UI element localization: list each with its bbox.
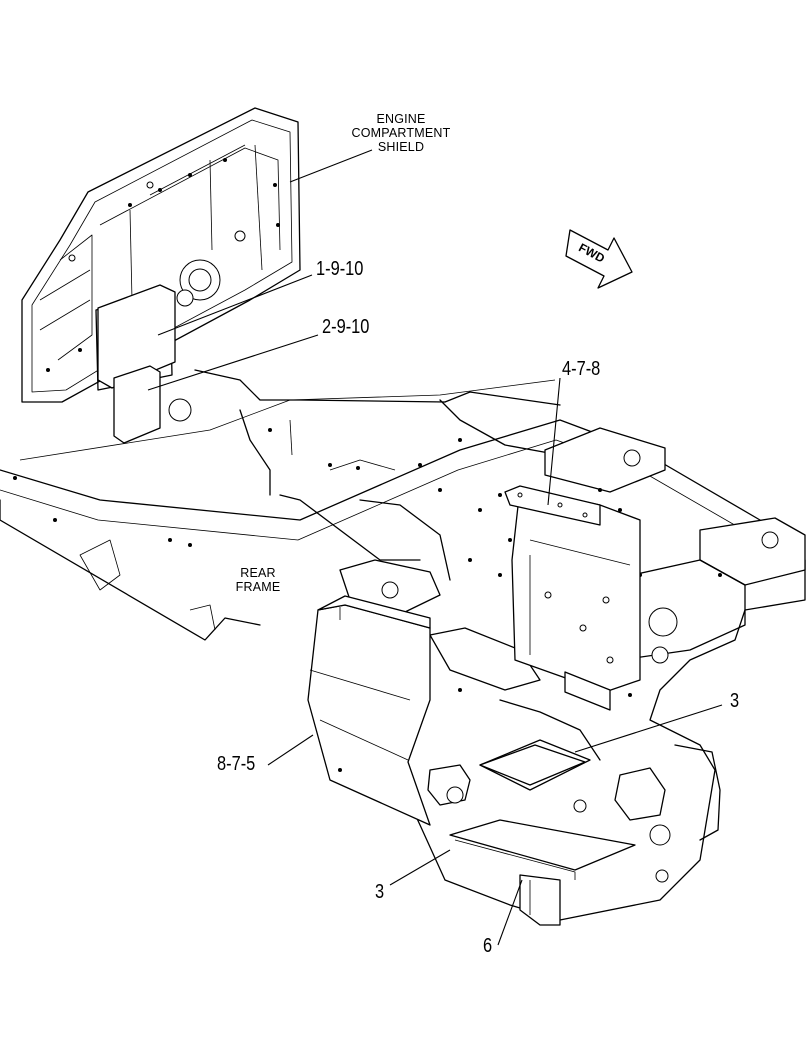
cover-plate-2 [113, 365, 192, 444]
engine-shield-line-2: COMPARTMENT [351, 126, 451, 140]
rear-frame-line-1: REAR [240, 566, 276, 580]
leader-lines [147, 149, 723, 946]
callout-3-lower: 3 [375, 881, 385, 903]
rear-frame [0, 369, 806, 921]
plate-3-lower [449, 819, 636, 880]
rear-frame-label: REAR FRAME [225, 566, 291, 594]
support-6 [519, 874, 561, 926]
callout-1-9-10: 1-9-10 [316, 258, 364, 280]
rear-frame-line-2: FRAME [235, 580, 281, 594]
plate-3-upper [479, 744, 586, 786]
guard-4-7-8 [504, 485, 641, 711]
engine-compartment-shield-label: ENGINE COMPARTMENT SHIELD [345, 112, 457, 154]
fwd-arrow-icon [565, 229, 633, 289]
engine-shield-line-3: SHIELD [377, 140, 425, 154]
engine-shield-line-1: ENGINE [376, 112, 426, 126]
callout-3-upper: 3 [730, 690, 740, 712]
cover-plate-1 [97, 284, 176, 389]
callout-8-7-5: 8-7-5 [217, 753, 256, 775]
callout-4-7-8: 4-7-8 [562, 358, 601, 380]
guard-8-7-5 [307, 595, 431, 826]
callout-2-9-10: 2-9-10 [322, 316, 370, 338]
callout-6: 6 [483, 935, 493, 957]
